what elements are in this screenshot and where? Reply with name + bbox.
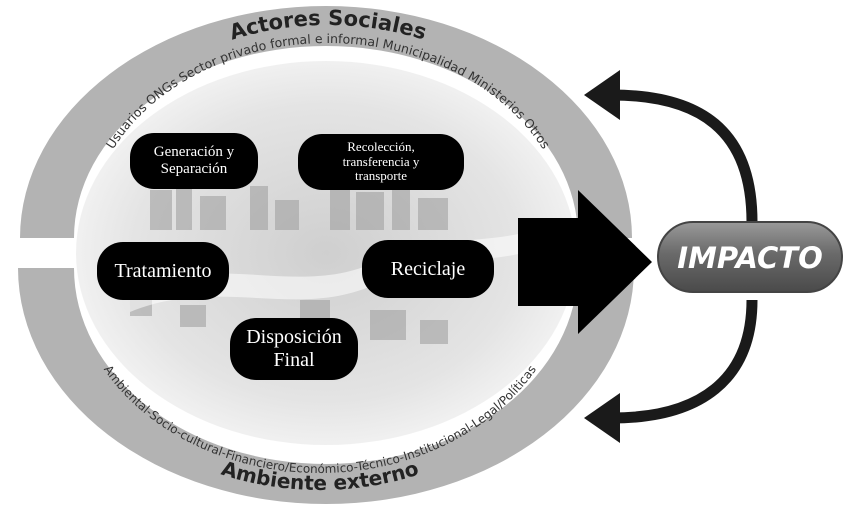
- stage-disposicion-final: Disposición Final: [230, 318, 358, 380]
- feedback-arrow-bottom-head: [584, 393, 620, 443]
- feedback-arrow-top-head: [584, 70, 620, 120]
- top-ring-segment: [20, 6, 632, 238]
- city-buildings: [130, 178, 448, 344]
- stage-reciclaje: Reciclaje: [362, 240, 494, 298]
- stage-generacion-separacion: Generación y Separación: [130, 133, 258, 189]
- flow-arrow-to-impact: [518, 190, 652, 334]
- stage-recoleccion-transporte: Recolección, transferencia y transporte: [298, 134, 464, 190]
- impact-badge: [657, 221, 843, 293]
- impact-label: IMPACTO: [677, 241, 823, 275]
- feedback-arrow-top: [611, 89, 758, 223]
- stage-tratamiento: Tratamiento: [97, 242, 229, 300]
- bottom-ring-segment: [18, 268, 634, 504]
- feedback-arrow-bottom: [611, 299, 758, 424]
